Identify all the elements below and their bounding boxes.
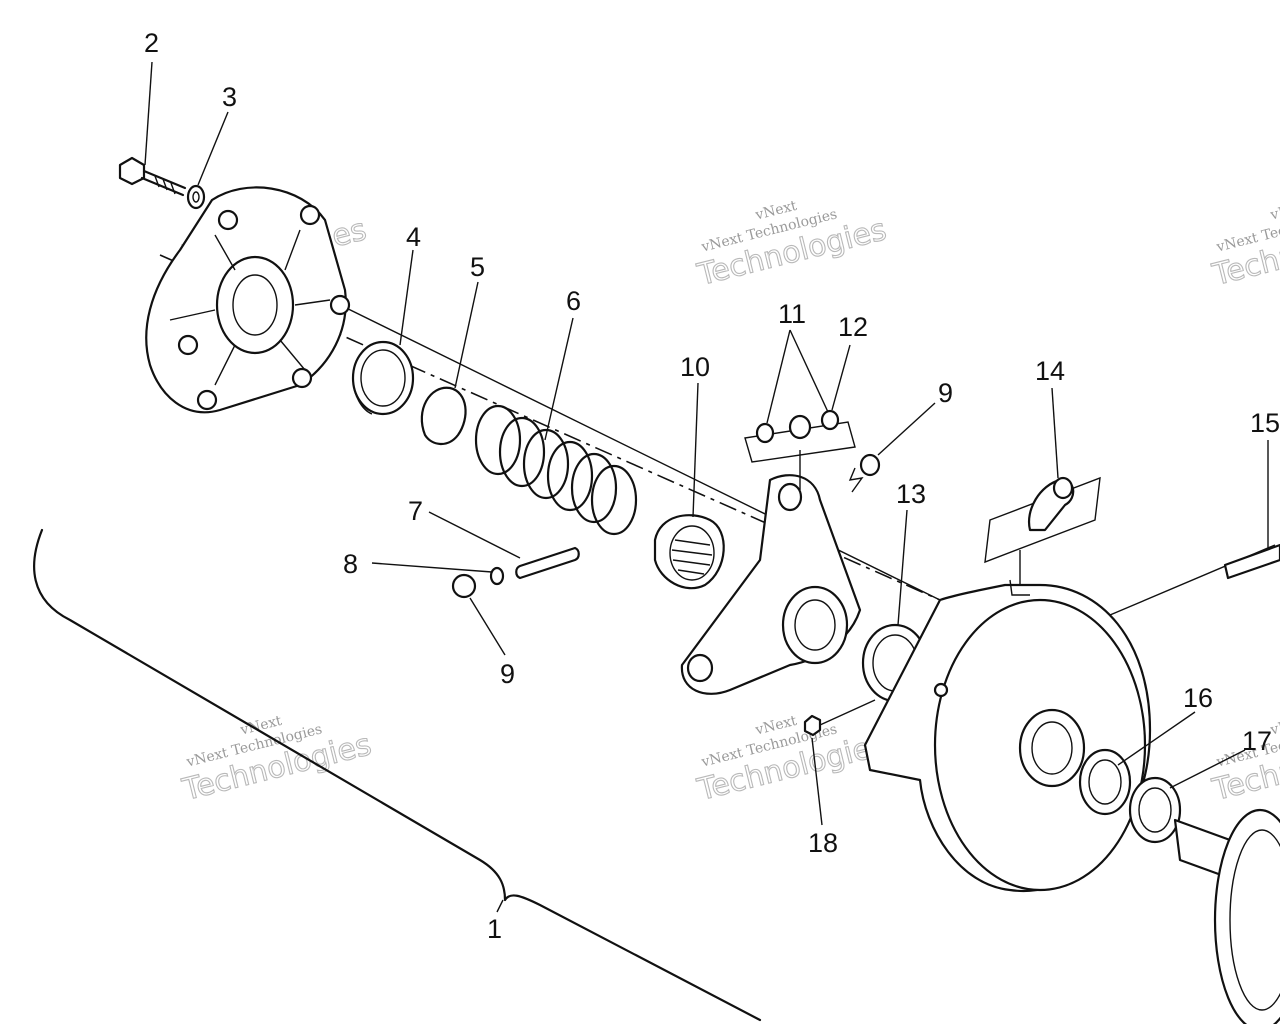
part-washer: [186, 184, 206, 210]
watermark: vNext vNext Technologies Technologies: [1208, 198, 1280, 294]
leader-lines: [144, 61, 1269, 913]
callout-11: 11: [778, 299, 806, 329]
callout-9-lower: 9: [500, 659, 515, 689]
callout-12: 12: [838, 312, 868, 342]
callout-3: 3: [222, 82, 237, 112]
assembly-brace: [33, 528, 762, 1022]
part-bolt: [118, 156, 187, 197]
watermark: vNext vNext Technologies Technologies: [178, 713, 376, 809]
callout-18: 18: [808, 828, 838, 858]
callout-17: 17: [1242, 726, 1272, 756]
part-arm: [680, 450, 862, 695]
callout-1: 1: [487, 914, 502, 944]
part-rollers: [744, 409, 856, 463]
part-nut: [803, 699, 876, 737]
callout-4: 4: [406, 222, 421, 252]
part-snap-ring: [420, 386, 467, 446]
part-bushing: [351, 340, 415, 416]
watermark: vNext vNext Technologies Technologies: [693, 198, 891, 294]
part-sheave: [863, 579, 1152, 893]
callout-10: 10: [680, 352, 710, 382]
part-cover-plate: [145, 186, 351, 414]
part-spring: [474, 404, 638, 536]
callout-9-upper: 9: [938, 378, 953, 408]
callout-15: 15: [1250, 408, 1280, 438]
callout-14: 14: [1035, 356, 1065, 386]
svg-text:vNext: vNext: [1268, 198, 1280, 224]
part-stationary-sheave: [1173, 808, 1280, 1029]
callout-7: 7: [408, 496, 423, 526]
callout-6: 6: [566, 286, 581, 316]
part-ring-17: [1128, 776, 1182, 844]
part-clip: [984, 476, 1101, 590]
part-pin: [515, 546, 580, 580]
callout-8: 8: [343, 549, 358, 579]
part-button-upper: [848, 453, 881, 493]
part-small-washer: [489, 566, 505, 586]
callout-2: 2: [144, 28, 159, 58]
part-cap: [451, 573, 477, 599]
callout-16: 16: [1183, 683, 1213, 713]
callout-5: 5: [470, 252, 485, 282]
part-shaft-end: [1223, 543, 1280, 580]
part-spider-hub: [653, 514, 725, 590]
watermark: vNext vNext Technologies Technologies: [693, 713, 891, 809]
callout-13: 13: [896, 479, 926, 509]
part-ring-16: [1078, 748, 1132, 816]
